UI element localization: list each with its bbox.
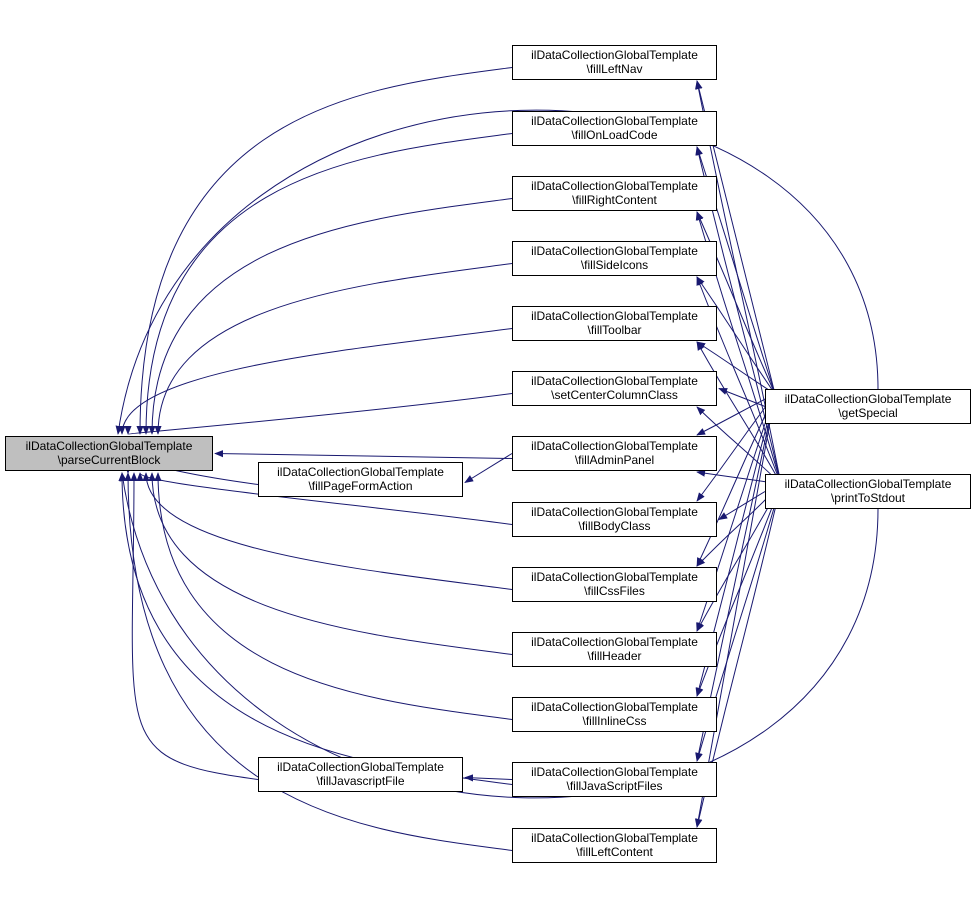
node-method-name: \fillRightContent (572, 193, 657, 207)
edge-special-to-side (696, 276, 776, 395)
node-method-name: \fillCssFiles (584, 584, 645, 598)
node-class-name: ilDataCollectionGlobalTemplate (531, 570, 698, 584)
node-class-name: ilDataCollectionGlobalTemplate (277, 760, 444, 774)
node-method-name: \fillJavaScriptFiles (566, 779, 663, 793)
edge-special-to-toolbar (696, 341, 776, 395)
edge-special-to-css (696, 393, 776, 567)
edge-special-to-parse (115, 109, 879, 435)
edge-special-to-leftcont (694, 393, 776, 828)
node-fill-left-nav[interactable]: ilDataCollectionGlobalTemplate \fillLeft… (512, 45, 717, 80)
edge-header-to-parse (148, 472, 513, 655)
node-class-name: ilDataCollectionGlobalTemplate (531, 700, 698, 714)
edge-center-to-parse (127, 393, 513, 435)
node-fill-left-content[interactable]: ilDataCollectionGlobalTemplate \fillLeft… (512, 828, 717, 863)
edge-special-to-body (696, 393, 776, 502)
edge-leftcont-to-parse (124, 472, 513, 851)
node-class-name: ilDataCollectionGlobalTemplate (531, 374, 698, 388)
node-class-name: ilDataCollectionGlobalTemplate (531, 179, 698, 193)
node-method-name: \fillBodyClass (578, 519, 651, 533)
node-method-name: \fillSideIcons (580, 258, 649, 272)
node-method-name: \fillAdminPanel (574, 453, 655, 467)
node-class-name: ilDataCollectionGlobalTemplate (531, 309, 698, 323)
node-class-name: ilDataCollectionGlobalTemplate (531, 635, 698, 649)
edge-stdout-to-body (718, 491, 766, 520)
node-method-name: \parseCurrentBlock (57, 453, 161, 467)
node-method-name: \fillJavascriptFile (316, 774, 405, 788)
node-method-name: \fillPageFormAction (308, 479, 413, 493)
edge-stdout-to-center (696, 406, 782, 485)
node-fill-toolbar[interactable]: ilDataCollectionGlobalTemplate \fillTool… (512, 306, 717, 341)
edge-admin-to-pageform (464, 453, 513, 483)
edge-onload-to-parse (142, 133, 513, 435)
node-fill-inline-css[interactable]: ilDataCollectionGlobalTemplate \fillInli… (512, 697, 717, 732)
edge-right-to-parse (148, 198, 513, 435)
node-class-name: ilDataCollectionGlobalTemplate (784, 392, 952, 406)
node-print-to-stdout[interactable]: ilDataCollectionGlobalTemplate \printToS… (765, 474, 971, 509)
node-class-name: ilDataCollectionGlobalTemplate (531, 439, 698, 453)
node-fill-javascript-files[interactable]: ilDataCollectionGlobalTemplate \fillJava… (512, 762, 717, 797)
edge-leftnav-to-parse (136, 67, 513, 435)
node-class-name: ilDataCollectionGlobalTemplate (531, 48, 698, 62)
node-fill-body-class[interactable]: ilDataCollectionGlobalTemplate \fillBody… (512, 502, 717, 537)
edge-css-to-parse (142, 472, 513, 590)
node-class-name: ilDataCollectionGlobalTemplate (277, 465, 444, 479)
node-fill-side-icons[interactable]: ilDataCollectionGlobalTemplate \fillSide… (512, 241, 717, 276)
node-method-name: \fillHeader (587, 649, 642, 663)
node-fill-css-files[interactable]: ilDataCollectionGlobalTemplate \fillCssF… (512, 567, 717, 602)
node-class-name: ilDataCollectionGlobalTemplate (531, 765, 698, 779)
node-method-name: \fillInlineCss (582, 714, 647, 728)
edge-special-to-admin (696, 393, 776, 436)
edge-toolbar-to-parse (118, 328, 513, 435)
edge-jsfile-to-parse (130, 472, 259, 780)
node-method-name: \fillLeftNav (586, 62, 643, 76)
node-method-name: \fillToolbar (587, 323, 642, 337)
node-class-name: ilDataCollectionGlobalTemplate (25, 439, 193, 453)
node-method-name: \getSpecial (838, 406, 898, 420)
node-method-name: \fillOnLoadCode (571, 128, 658, 142)
node-class-name: ilDataCollectionGlobalTemplate (531, 831, 698, 845)
edge-side-to-parse (154, 263, 513, 435)
node-method-name: \fillLeftContent (576, 845, 653, 859)
edge-jsfiles-to-jsfile (464, 774, 513, 782)
node-fill-header[interactable]: ilDataCollectionGlobalTemplate \fillHead… (512, 632, 717, 667)
node-class-name: ilDataCollectionGlobalTemplate (784, 477, 952, 491)
edge-admin-to-parse (214, 450, 513, 459)
node-method-name: \setCenterColumnClass (551, 388, 678, 402)
node-fill-on-load-code[interactable]: ilDataCollectionGlobalTemplate \fillOnLo… (512, 111, 717, 146)
node-class-name: ilDataCollectionGlobalTemplate (531, 114, 698, 128)
node-parse-current-block[interactable]: ilDataCollectionGlobalTemplate \parseCur… (5, 436, 213, 471)
node-fill-page-form-action[interactable]: ilDataCollectionGlobalTemplate \fillPage… (258, 462, 463, 497)
node-fill-admin-panel[interactable]: ilDataCollectionGlobalTemplate \fillAdmi… (512, 436, 717, 471)
node-method-name: \printToStdout (830, 491, 906, 505)
node-class-name: ilDataCollectionGlobalTemplate (531, 244, 698, 258)
edge-special-to-jsfiles (695, 393, 776, 762)
edge-stdout-to-parse (119, 472, 879, 799)
node-fill-javascript-file[interactable]: ilDataCollectionGlobalTemplate \fillJava… (258, 757, 463, 792)
node-set-center-column-class[interactable]: ilDataCollectionGlobalTemplate \setCente… (512, 371, 717, 406)
node-get-special[interactable]: ilDataCollectionGlobalTemplate \getSpeci… (765, 389, 971, 424)
node-fill-right-content[interactable]: ilDataCollectionGlobalTemplate \fillRigh… (512, 176, 717, 211)
node-class-name: ilDataCollectionGlobalTemplate (531, 505, 698, 519)
edge-inline-to-parse (154, 472, 513, 720)
